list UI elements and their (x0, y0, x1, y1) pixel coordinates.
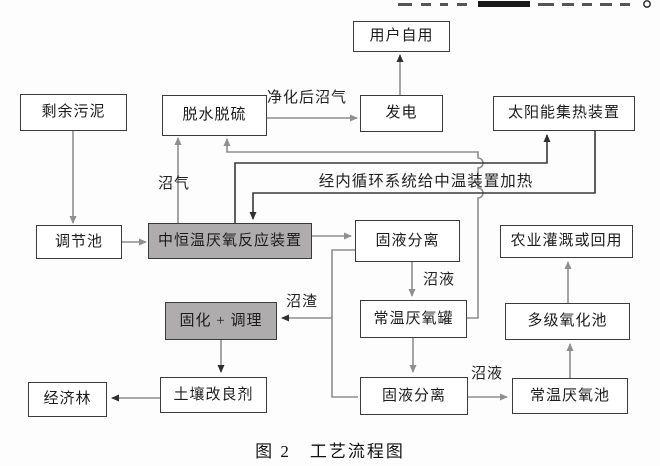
node-ambient-anaerobic-tank: 常温厌氧罐 (360, 300, 467, 338)
node-ambient-anaerobic-pool: 常温厌氧池 (512, 378, 628, 414)
label-slurry-2: 沼液 (470, 366, 503, 382)
node-agri-irrigation: 农业灌溉或回用 (500, 225, 633, 258)
node-solid-liquid-sep-1: 固液分离 (355, 220, 460, 262)
label-biogas: 沼气 (157, 176, 190, 192)
node-power-generation: 发电 (360, 95, 443, 132)
node-user-self-use: 用户自用 (353, 21, 450, 52)
node-soil-improver: 土壤改良剂 (160, 377, 267, 413)
edge-solar-to-reactor (249, 131, 596, 220)
node-multi-stage-oxidation: 多级氧化池 (505, 303, 630, 340)
node-solar-collector: 太阳能集热装置 (493, 96, 635, 131)
edge-reactor-to-solar (234, 134, 551, 223)
node-residual-sludge: 剩余污泥 (20, 94, 127, 131)
edge-tank-to-dewater (223, 138, 484, 319)
label-internal-heating: 经内循环系统给中温装置加热 (318, 173, 534, 190)
node-solid-liquid-sep-2: 固液分离 (360, 377, 468, 415)
label-slurry-1: 沼液 (422, 272, 455, 288)
cropped-text-remnant (398, 0, 651, 8)
figure-caption: 图 2 工艺流程图 (255, 442, 405, 461)
node-economic-forest: 经济林 (28, 382, 107, 417)
label-residue: 沼渣 (285, 294, 318, 310)
node-regulating-pool: 调节池 (36, 225, 122, 259)
node-dewater-desulfurize: 脱水脱硫 (162, 95, 267, 136)
node-solidify-condition: 固化 + 调理 (165, 302, 277, 340)
node-mid-temp-reactor: 中恒温厌氧反应装置 (148, 223, 312, 259)
edge-residue-rail (331, 249, 358, 398)
label-purified-biogas: 净化后沼气 (266, 90, 347, 106)
